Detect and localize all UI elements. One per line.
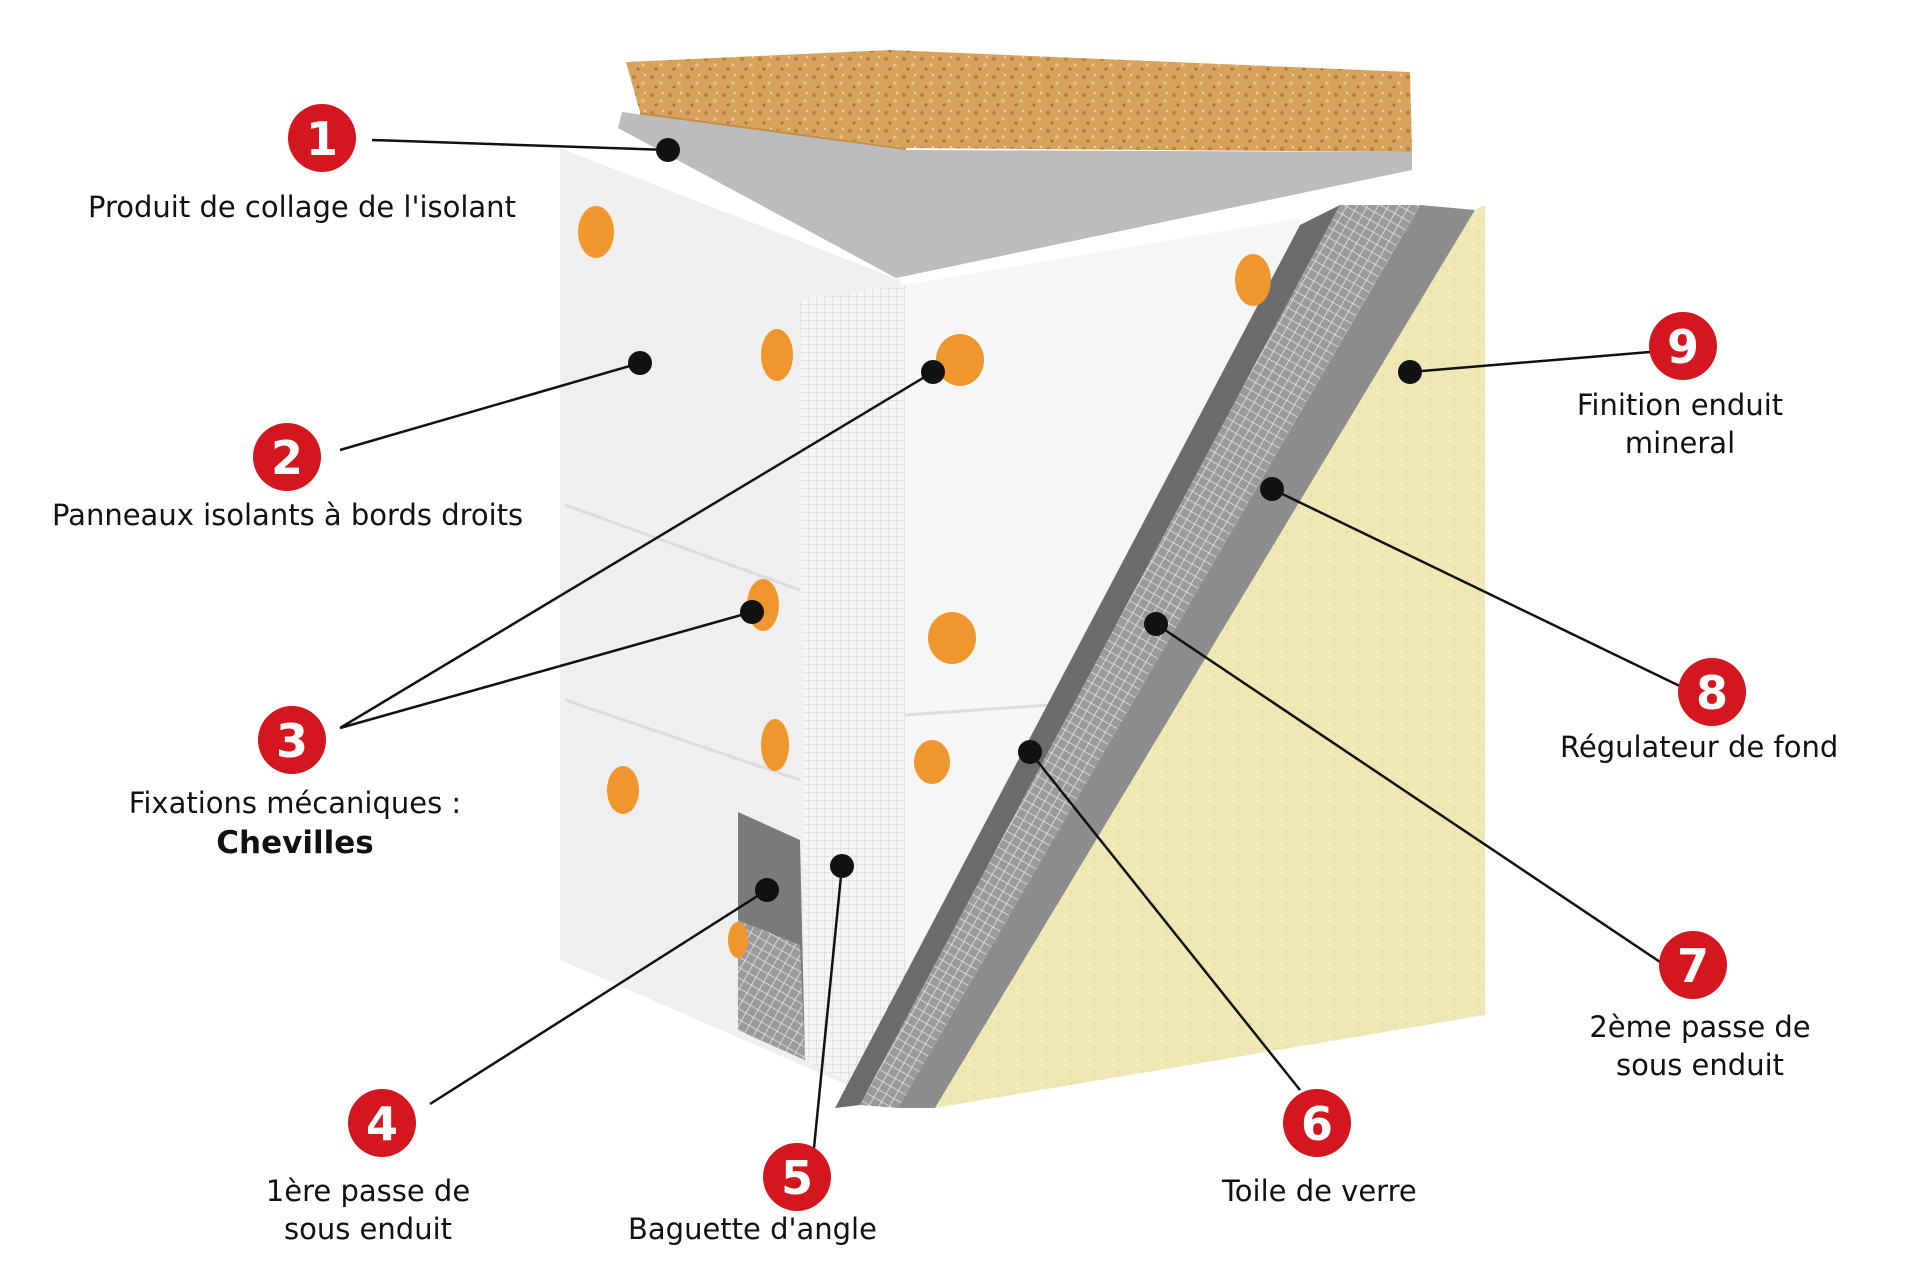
label-mechanical-fixings-line2: Chevilles — [216, 825, 374, 861]
marker-1: 1 — [288, 104, 356, 172]
label-second-base-coat: 2ème passe de sous enduit — [1570, 1008, 1830, 1084]
label-mechanical-fixings: Fixations mécaniques : Chevilles — [110, 784, 480, 862]
svg-text:9: 9 — [1667, 320, 1699, 374]
label-first-base-coat-line2: sous enduit — [284, 1212, 452, 1246]
label-mechanical-fixings-line1: Fixations mécaniques : — [128, 786, 462, 820]
marker-5: 5 — [763, 1143, 831, 1211]
marker-9: 9 — [1649, 312, 1717, 380]
anchor-dot-8 — [1260, 477, 1284, 501]
svg-text:2: 2 — [271, 431, 303, 485]
svg-text:8: 8 — [1696, 666, 1728, 720]
dowels — [578, 206, 1271, 958]
marker-4: 4 — [348, 1089, 416, 1157]
anchor-dot-4 — [755, 878, 779, 902]
anchor-dot-2 — [628, 351, 652, 375]
label-first-base-coat: 1ère passe de sous enduit — [238, 1172, 498, 1248]
label-corner-bead: Baguette d'angle — [628, 1212, 877, 1246]
wall-construction — [560, 50, 1485, 1108]
mesh-band — [860, 205, 1420, 1108]
marker-2: 2 — [253, 423, 321, 491]
label-second-base-coat-line2: sous enduit — [1616, 1048, 1784, 1082]
marker-6: 6 — [1283, 1089, 1351, 1157]
anchor-dot-3b — [740, 600, 764, 624]
leader-lines — [339, 138, 1689, 1169]
svg-text:1: 1 — [306, 112, 338, 166]
anchor-dots — [628, 138, 1422, 902]
label-mineral-finish-line2: mineral — [1624, 426, 1736, 460]
base-coat-band — [835, 205, 1340, 1108]
anchor-dot-7 — [1144, 612, 1168, 636]
label-mineral-finish-line1: Finition enduit — [1576, 388, 1784, 422]
anchor-dot-5 — [830, 854, 854, 878]
marker-8: 8 — [1678, 658, 1746, 726]
masonry-block — [626, 50, 1412, 152]
svg-text:5: 5 — [781, 1151, 813, 1205]
label-second-base-coat-line1: 2ème passe de — [1589, 1010, 1811, 1044]
corner-mesh — [800, 285, 905, 1108]
svg-text:7: 7 — [1677, 939, 1709, 993]
svg-text:6: 6 — [1301, 1097, 1333, 1151]
label-primer: Régulateur de fond — [1560, 730, 1839, 764]
label-mineral-finish: Finition enduit mineral — [1555, 386, 1805, 462]
anchor-dot-9 — [1398, 360, 1422, 384]
marker-3: 3 — [258, 706, 326, 774]
label-insulation-panels: Panneaux isolants à bords droits — [52, 498, 524, 532]
adhesive-layer — [618, 112, 1412, 278]
label-glass-mesh: Toile de verre — [1222, 1174, 1417, 1208]
marker-7: 7 — [1659, 931, 1727, 999]
finish-render — [935, 205, 1485, 1108]
primer-band — [898, 205, 1475, 1108]
markers: 1 2 3 4 5 6 7 8 — [253, 104, 1746, 1211]
svg-text:4: 4 — [366, 1097, 398, 1151]
label-first-base-coat-line1: 1ère passe de — [265, 1174, 471, 1208]
label-adhesive: Produit de collage de l'isolant — [88, 190, 516, 224]
svg-text:3: 3 — [276, 714, 308, 768]
anchor-dot-6 — [1018, 740, 1042, 764]
anchor-dot-3a — [921, 360, 945, 384]
anchor-dot-1 — [656, 138, 680, 162]
